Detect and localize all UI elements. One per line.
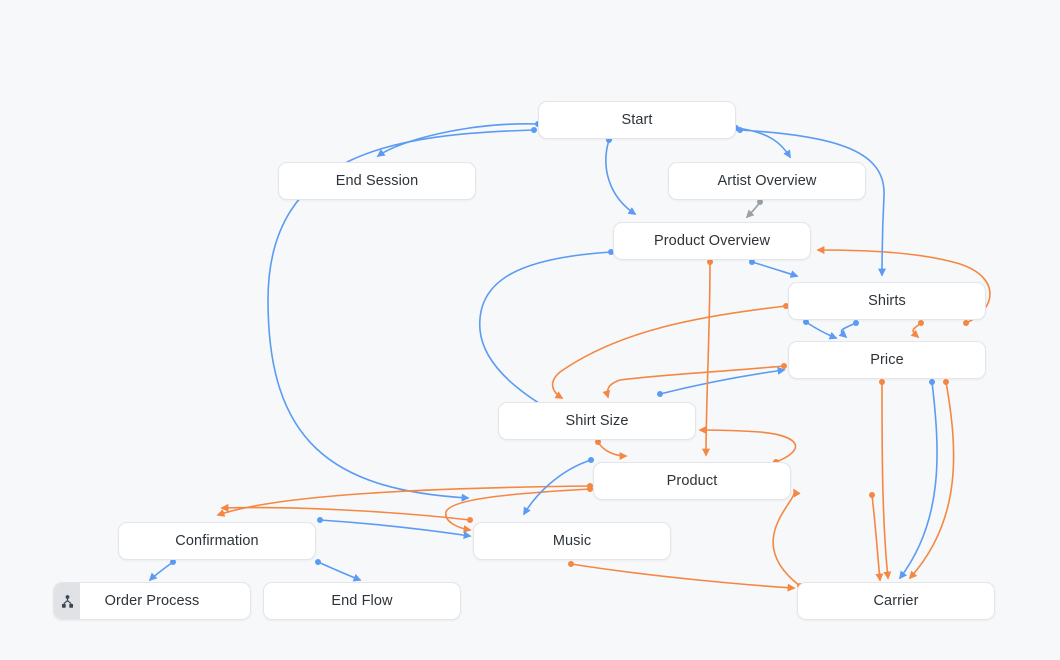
edge-source-dot bbox=[588, 457, 594, 463]
edge[interactable] bbox=[745, 201, 761, 219]
edge-source-dot bbox=[657, 391, 663, 397]
edge[interactable] bbox=[908, 381, 955, 580]
edge-source-dot bbox=[943, 379, 949, 385]
node-shirt-size[interactable]: Shirt Size bbox=[498, 402, 696, 440]
edge-source-dot bbox=[317, 517, 323, 523]
edge[interactable] bbox=[698, 426, 797, 463]
edge[interactable] bbox=[605, 139, 637, 215]
node-label: Product Overview bbox=[653, 232, 771, 249]
edge[interactable] bbox=[751, 261, 799, 278]
edge-source-dot bbox=[869, 492, 875, 498]
node-label: Shirt Size bbox=[565, 412, 629, 429]
node-carrier[interactable]: Carrier bbox=[797, 582, 995, 620]
edge[interactable] bbox=[659, 366, 786, 395]
node-label: Order Process bbox=[104, 592, 200, 609]
node-label: Artist Overview bbox=[717, 172, 817, 189]
edge[interactable] bbox=[735, 127, 791, 159]
node-end-flow[interactable]: End Flow bbox=[263, 582, 461, 620]
edge[interactable] bbox=[317, 561, 362, 582]
edge[interactable] bbox=[702, 261, 711, 457]
edge[interactable] bbox=[881, 381, 892, 580]
edge[interactable] bbox=[523, 459, 592, 516]
node-label: End Flow bbox=[331, 592, 393, 609]
edge[interactable] bbox=[551, 305, 787, 399]
edge[interactable] bbox=[910, 322, 922, 339]
edge[interactable] bbox=[216, 485, 591, 517]
edge[interactable] bbox=[148, 561, 174, 582]
node-music[interactable]: Music bbox=[473, 522, 671, 560]
edge[interactable] bbox=[838, 322, 857, 339]
node-label: Confirmation bbox=[175, 532, 259, 549]
edge-source-dot bbox=[929, 379, 935, 385]
node-end-session[interactable]: End Session bbox=[278, 162, 476, 200]
edge[interactable] bbox=[319, 519, 472, 540]
node-product-overview[interactable]: Product Overview bbox=[613, 222, 811, 260]
node-label: Start bbox=[621, 111, 653, 128]
edge-source-dot bbox=[918, 320, 924, 326]
edge-source-dot bbox=[781, 363, 787, 369]
node-label: Price bbox=[870, 351, 904, 368]
node-confirmation[interactable]: Confirmation bbox=[118, 522, 316, 560]
edge[interactable] bbox=[871, 494, 884, 582]
edge[interactable] bbox=[805, 321, 838, 340]
node-product[interactable]: Product bbox=[593, 462, 791, 500]
node-label: Music bbox=[552, 532, 592, 549]
node-label: Shirts bbox=[868, 292, 906, 309]
node-shirts[interactable]: Shirts bbox=[788, 282, 986, 320]
node-label: Product bbox=[666, 472, 718, 489]
edge[interactable] bbox=[220, 503, 471, 521]
node-start[interactable]: Start bbox=[538, 101, 736, 139]
edge-source-dot bbox=[467, 517, 473, 523]
hierarchy-icon bbox=[54, 583, 80, 619]
edge[interactable] bbox=[602, 365, 785, 399]
node-order-process[interactable]: Order Process bbox=[53, 582, 251, 620]
edge-source-dot bbox=[963, 320, 969, 326]
edge[interactable] bbox=[899, 381, 938, 580]
edge[interactable] bbox=[597, 441, 628, 460]
node-price[interactable]: Price bbox=[788, 341, 986, 379]
edge-source-dot bbox=[737, 127, 743, 133]
edge-source-dot bbox=[315, 559, 321, 565]
edge-source-dot bbox=[568, 561, 574, 567]
edge-source-dot bbox=[879, 379, 885, 385]
edge[interactable] bbox=[376, 123, 539, 157]
node-label: End Session bbox=[335, 172, 419, 189]
edge[interactable] bbox=[570, 563, 796, 592]
edge-source-dot bbox=[531, 127, 537, 133]
node-artist-overview[interactable]: Artist Overview bbox=[668, 162, 866, 200]
edge[interactable] bbox=[772, 488, 801, 587]
node-label: Carrier bbox=[873, 592, 919, 609]
edge-source-dot bbox=[853, 320, 859, 326]
